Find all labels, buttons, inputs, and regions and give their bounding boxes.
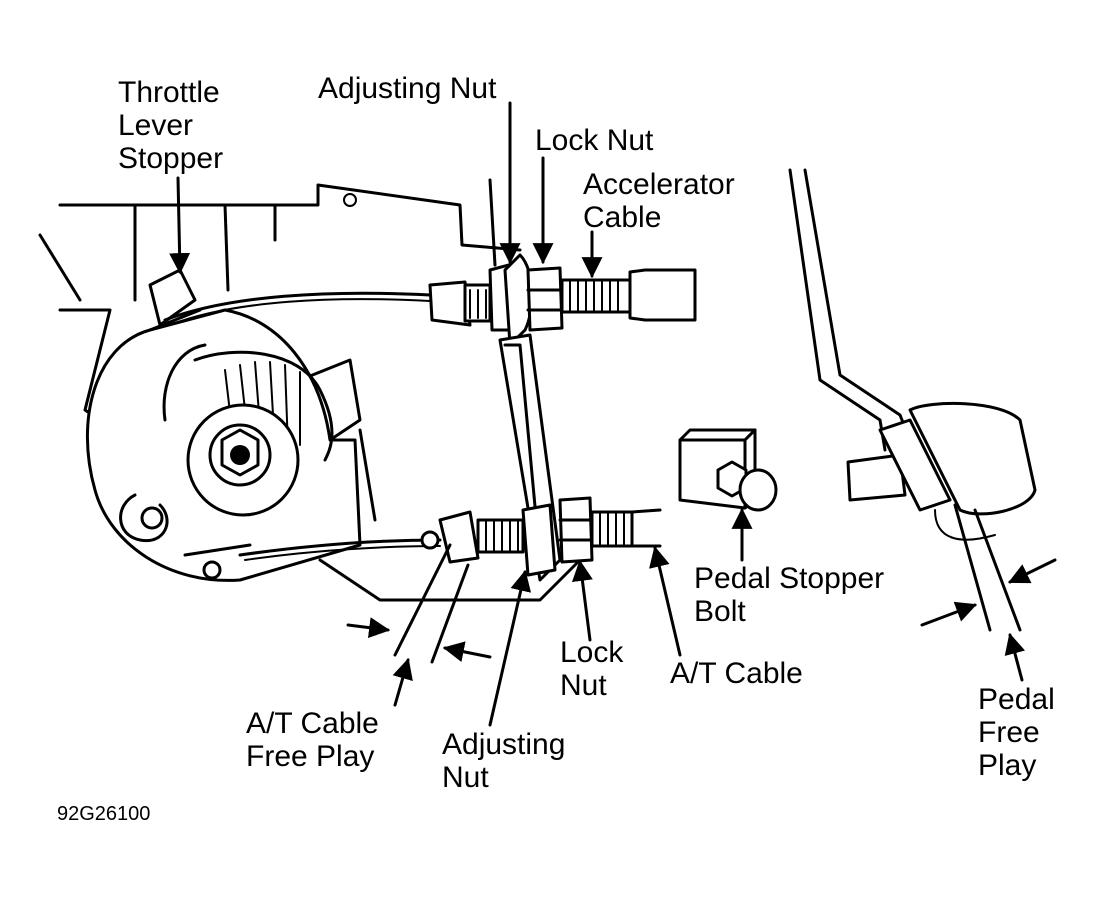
label-pedal-free-play: Pedal Free Play [978, 683, 1055, 782]
figure-code: 92G26100 [57, 803, 151, 825]
pedal-stopper-bolt-part [678, 428, 778, 512]
throttle-drum [85, 308, 362, 582]
label-lock-nut-top: Lock Nut [535, 124, 654, 157]
label-adjusting-nut-bottom: Adjusting Nut [442, 728, 566, 794]
throttle-body-housing [38, 178, 582, 602]
label-at-cable: A/T Cable [670, 657, 803, 690]
label-throttle-lever-stopper: Throttle Lever Stopper [118, 76, 224, 175]
leader-arrows [169, 101, 1057, 727]
accelerator-cable-assembly [163, 253, 697, 347]
at-cable-assembly [238, 496, 662, 577]
label-pedal-stopper-bolt: Pedal Stopper Bolt [694, 562, 885, 628]
label-adjusting-nut-top: Adjusting Nut [318, 72, 497, 105]
label-accelerator-cable: Accelerator Cable [583, 168, 735, 234]
label-at-cable-free-play: A/T Cable Free Play [246, 707, 379, 773]
accelerator-pedal [788, 168, 1037, 632]
label-lock-nut-bottom: Lock Nut [560, 636, 624, 702]
throttle-lever-stopper-part [148, 268, 202, 332]
